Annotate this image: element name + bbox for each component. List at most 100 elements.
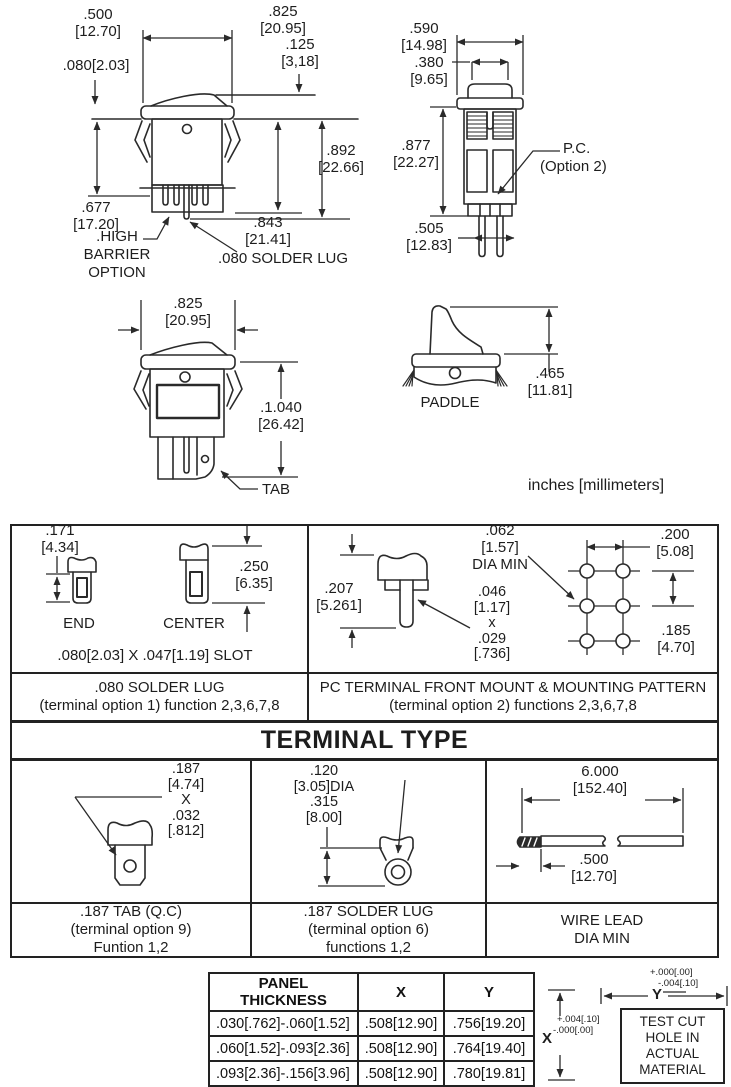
- rocker-front-view-dimensions: [118, 300, 298, 490]
- x-tolerance-minus: -.000[.00]: [553, 1025, 594, 1036]
- caption-tab: .187 TAB (Q.C) (terminal option 9) Funti…: [12, 903, 250, 956]
- slot-note: .080[2.03] X .047[1.19] SLOT: [57, 647, 253, 664]
- caption-solder-lug: .080 SOLDER LUG (terminal option 1) func…: [12, 674, 307, 720]
- test-cut-line1: TEST CUT: [639, 1014, 706, 1029]
- caption-wire-lead-line2: DIA MIN: [574, 930, 630, 947]
- cell-tab-diagram: [12, 761, 250, 902]
- panel-table-row: .093[2.36]-.156[3.96] .508[12.90] .780[1…: [208, 1060, 535, 1087]
- test-cut-hole-box: TEST CUT HOLE IN ACTUAL MATERIAL: [620, 1008, 725, 1084]
- caption-tab-line2: (terminal option 9): [70, 921, 192, 938]
- dim-lug-250: .250[6.35]: [235, 558, 273, 592]
- tab-cell-dimensions: [74, 796, 162, 856]
- tab-cell-drawing: [107, 820, 154, 886]
- terminal-table-header-row: TERMINAL TYPE: [12, 720, 717, 758]
- dim-front-843: .843[21.41]: [245, 214, 291, 248]
- dim-side-590: .590[14.98]: [401, 20, 447, 54]
- solder-lug-callout: .080 SOLDER LUG: [218, 250, 349, 267]
- caption-tab-line3: Funtion 1,2: [93, 939, 169, 956]
- ring-lug-cell-dimensions: [318, 779, 406, 887]
- x-header: X: [357, 972, 445, 1012]
- caption-wire-lead-line1: WIRE LEAD: [560, 912, 644, 929]
- cell-ring-lug-diagram: [250, 761, 485, 902]
- panel-range-cell: .030[.762]-.060[1.52]: [208, 1010, 359, 1037]
- dim-pc-pin-size: .046[1.17]x.029[.736]: [473, 584, 511, 662]
- caption-ring-lug-line2: (terminal option 6): [308, 921, 429, 938]
- caption-tab-line1: .187 TAB (Q.C): [80, 903, 182, 920]
- wire-lead-cell-dimensions: [496, 788, 684, 872]
- pc-option-callout-line1: P.C.: [563, 140, 591, 157]
- dim-front-892: .892[22.66]: [318, 142, 364, 176]
- caption-pc-terminal-line2: (terminal option 2) functions 2,3,6,7,8: [389, 697, 637, 714]
- end-label: END: [63, 615, 95, 632]
- dim-wire-length: 6.000[152.40]: [572, 763, 628, 797]
- ring-lug-cell-drawing: [379, 836, 414, 886]
- cell-pc-terminal-diagram: [307, 526, 717, 672]
- test-cut-line2: HOLE IN: [645, 1030, 700, 1045]
- terminal-type-header: TERMINAL TYPE: [260, 726, 469, 754]
- panel-range-cell: .060[1.52]-.093[2.36]: [208, 1035, 359, 1062]
- x-value-cell: .508[12.90]: [357, 1010, 445, 1037]
- dim-rocker-825: .825[20.95]: [165, 295, 211, 329]
- y-value-cell: .764[19.40]: [443, 1035, 535, 1062]
- dim-front-width-500: .500[12.70]: [75, 6, 121, 40]
- caption-pc-terminal-line1: PC TERMINAL FRONT MOUNT & MOUNTING PATTE…: [319, 679, 707, 696]
- paddle-view-dimensions: [450, 306, 558, 372]
- terminal-table-row-diagrams-top: [12, 526, 717, 672]
- x-tolerance-plus: +.004[.10]: [557, 1014, 600, 1025]
- dim-pc-207: .207[5.261]: [316, 580, 362, 614]
- panel-range-cell: .093[2.36]-.156[3.96]: [208, 1060, 359, 1087]
- dim-rocker-1040: .1.040[26.42]: [258, 399, 304, 433]
- dim-pattern-200: .200[5.08]: [656, 526, 694, 560]
- y-dimension-label: Y: [651, 986, 663, 1003]
- terminal-table-row-diagrams-bottom: [12, 758, 717, 902]
- dim-pc-dia-min: .062[1.57]DIA MIN: [472, 522, 528, 573]
- caption-ring-lug-line3: functions 1,2: [325, 939, 412, 956]
- panel-table-row: .030[.762]-.060[1.52] .508[12.90] .756[1…: [208, 1010, 535, 1037]
- x-dimension-label: X: [542, 1030, 553, 1047]
- dim-side-380: .380[9.65]: [410, 54, 448, 88]
- paddle-label: PADDLE: [420, 394, 480, 411]
- pc-terminal-cell-drawing: [377, 552, 429, 628]
- caption-solder-lug-line2: (terminal option 1) function 2,3,6,7,8: [39, 697, 280, 714]
- dim-side-505: .505[12.83]: [406, 220, 452, 254]
- front-view-dimensions: [88, 30, 350, 253]
- panel-table-row: .060[1.52]-.093[2.36] .508[12.90] .764[1…: [208, 1035, 535, 1062]
- dim-front-677: .677[17.20]: [73, 199, 119, 233]
- tab-callout: TAB: [262, 481, 291, 498]
- center-label: CENTER: [163, 615, 225, 632]
- dim-wire-strip: .500[12.70]: [571, 851, 617, 885]
- x-value-cell: .508[12.90]: [357, 1060, 445, 1087]
- y-header: Y: [443, 972, 535, 1012]
- y-value-cell: .780[19.81]: [443, 1060, 535, 1087]
- caption-ring-lug-line1: .187 SOLDER LUG: [303, 903, 434, 920]
- caption-pc-terminal: PC TERMINAL FRONT MOUNT & MOUNTING PATTE…: [307, 674, 717, 720]
- caption-solder-lug-line1: .080 SOLDER LUG: [94, 679, 225, 696]
- terminal-table-row-captions-top: .080 SOLDER LUG (terminal option 1) func…: [12, 672, 717, 720]
- test-cut-line4: MATERIAL: [639, 1062, 706, 1077]
- x-value-cell: .508[12.90]: [357, 1035, 445, 1062]
- dim-paddle-465: .465[11.81]: [527, 365, 573, 399]
- y-value-cell: .756[19.20]: [443, 1010, 535, 1037]
- dim-pattern-185: .185[4.70]: [657, 622, 695, 656]
- dim-front-width-825: .825[20.95]: [260, 3, 306, 37]
- terminal-table-row-captions-bottom: .187 TAB (Q.C) (terminal option 9) Funti…: [12, 902, 717, 956]
- side-view-drawing: [456, 83, 524, 258]
- front-view-drawing: [91, 93, 359, 220]
- y-tolerance-plus: +.000[.00]: [650, 967, 693, 978]
- wire-lead-cell-drawing: [516, 835, 684, 848]
- side-view-dimensions: [430, 35, 560, 242]
- solder-lug-cell-drawing: [67, 543, 209, 604]
- dim-lug-171: .171[4.34]: [41, 522, 79, 556]
- pc-option-callout-line2: (Option 2): [540, 158, 607, 175]
- terminal-type-table: .080 SOLDER LUG (terminal option 1) func…: [10, 524, 719, 958]
- y-tolerance-minus: -.004[.10]: [658, 978, 699, 989]
- dim-front-125: .125[3,18]: [281, 36, 319, 70]
- solder-lug-cell-dimensions: [46, 524, 265, 632]
- test-cut-line3: ACTUAL: [645, 1046, 700, 1061]
- paddle-view-drawing: [402, 305, 508, 387]
